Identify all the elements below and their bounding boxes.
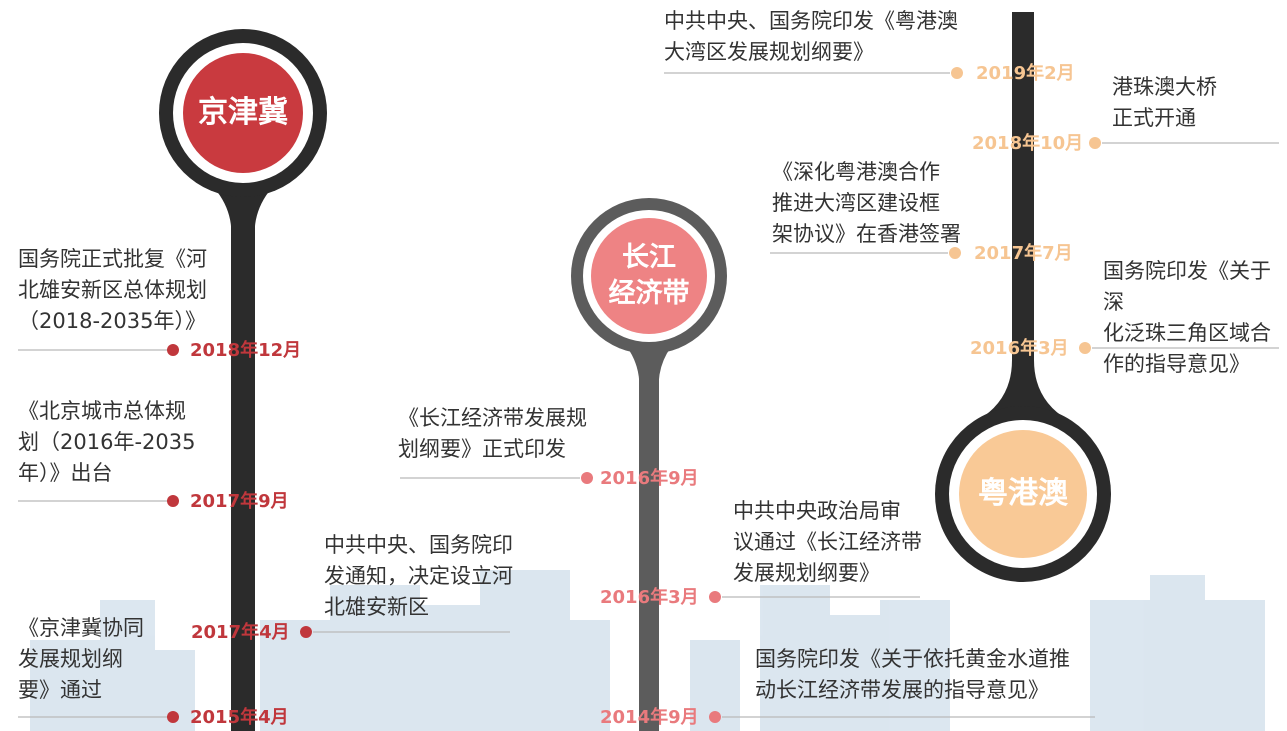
ygo-event-date: 2016年3月 <box>970 338 1069 359</box>
ygo-event-text: 《深化粤港澳合作 推进大湾区建设框 架协议》在香港签署 <box>772 160 961 246</box>
cj-event-date: 2014年9月 <box>600 707 699 728</box>
ygo-event-text: 港珠澳大桥 正式开通 <box>1112 75 1217 130</box>
connector-lines <box>18 72 1279 718</box>
ygo-event-date: 2018年10月 <box>972 133 1084 154</box>
ygo-pin-neck <box>978 360 1068 420</box>
timeline-dots <box>167 67 1101 723</box>
ygo-event-date: 2019年2月 <box>976 63 1075 84</box>
city-skyline-background <box>30 570 1265 731</box>
ygo-hub-label: 粤港澳 <box>978 476 1068 511</box>
jjj-event-date: 2018年12月 <box>190 340 302 361</box>
ygo-event-text: 国务院印发《关于深 化泛珠三角区域合 作的指导意见》 <box>1103 259 1271 376</box>
ygo-event-date: 2017年7月 <box>974 243 1073 264</box>
cj-event-date: 2016年3月 <box>600 587 699 608</box>
jjj-event-text: 国务院正式批复《河 北雄安新区总体规划 （2018-2035年）》 <box>18 247 207 333</box>
jjj-event-date: 2015年4月 <box>190 707 289 728</box>
cj-event-text: 中共中央政治局审 议通过《长江经济带 发展规划纲要》 <box>733 499 922 585</box>
cj-event-text: 国务院印发《关于依托黄金水道推 动长江经济带发展的指导意见》 <box>755 647 1070 702</box>
cj-hub-label: 长江 经济带 <box>608 242 690 309</box>
jjj-event-date: 2017年9月 <box>190 491 289 512</box>
jjj-stem <box>231 180 255 731</box>
cj-hub-circle <box>591 218 707 334</box>
ygo-hub-circle <box>959 430 1087 558</box>
jjj-hub-circle <box>183 53 303 173</box>
jjj-hub-label: 京津冀 <box>198 95 288 130</box>
ygo-event-text: 中共中央、国务院印发《粤港澳 大湾区发展规划纲要》 <box>664 9 958 64</box>
cj-stem <box>639 350 659 731</box>
jjj-event-text: 《京津冀协同 发展规划纲 要》通过 <box>18 616 144 702</box>
jjj-event-text: 《北京城市总体规 划（2016年-2035 年）》出台 <box>18 399 196 485</box>
jjj-event-date: 2017年4月 <box>191 622 290 643</box>
jjj-event-text: 中共中央、国务院印 发通知，决定设立河 北雄安新区 <box>324 533 513 619</box>
ygo-stem <box>1012 12 1034 412</box>
cj-event-date: 2016年9月 <box>600 468 699 489</box>
cj-event-text: 《长江经济带发展规 划纲要》正式印发 <box>398 406 587 461</box>
